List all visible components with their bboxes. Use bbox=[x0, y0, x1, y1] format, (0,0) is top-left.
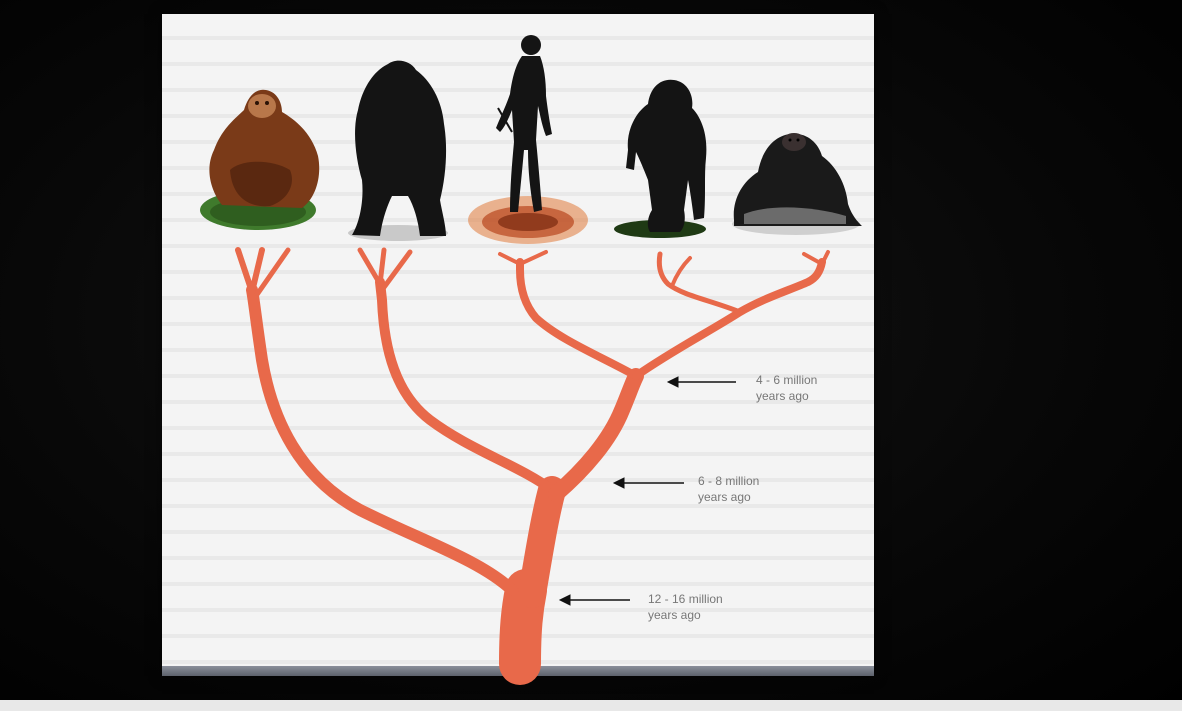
chimpanzee-image bbox=[732, 133, 862, 235]
divergence-unit: years ago bbox=[648, 607, 723, 623]
orangutan-image bbox=[200, 90, 319, 230]
divergence-unit: years ago bbox=[756, 388, 817, 404]
bonobo-silhouette bbox=[614, 80, 706, 238]
branch-human bbox=[520, 262, 636, 376]
divergence-time: 4 - 6 million bbox=[756, 372, 817, 388]
tree-branches bbox=[238, 250, 828, 664]
divergence-time: 12 - 16 million bbox=[648, 591, 723, 607]
arrow-head-icon bbox=[614, 478, 624, 488]
divergence-time: 6 - 8 million bbox=[698, 473, 759, 489]
divergence-label-4-6: 4 - 6 million years ago bbox=[756, 372, 817, 404]
trunk-hominin bbox=[556, 376, 636, 494]
divergence-unit: years ago bbox=[698, 489, 759, 505]
arrow-head-icon bbox=[668, 377, 678, 387]
divergence-label-6-8: 6 - 8 million years ago bbox=[698, 473, 759, 505]
divergence-label-12-16: 12 - 16 million years ago bbox=[648, 591, 723, 623]
human-silhouette bbox=[468, 35, 588, 244]
gorilla-silhouette bbox=[348, 61, 448, 241]
branch-gorilla bbox=[380, 282, 552, 490]
trunk-upper bbox=[532, 490, 552, 594]
arrow-head-icon bbox=[560, 595, 570, 605]
